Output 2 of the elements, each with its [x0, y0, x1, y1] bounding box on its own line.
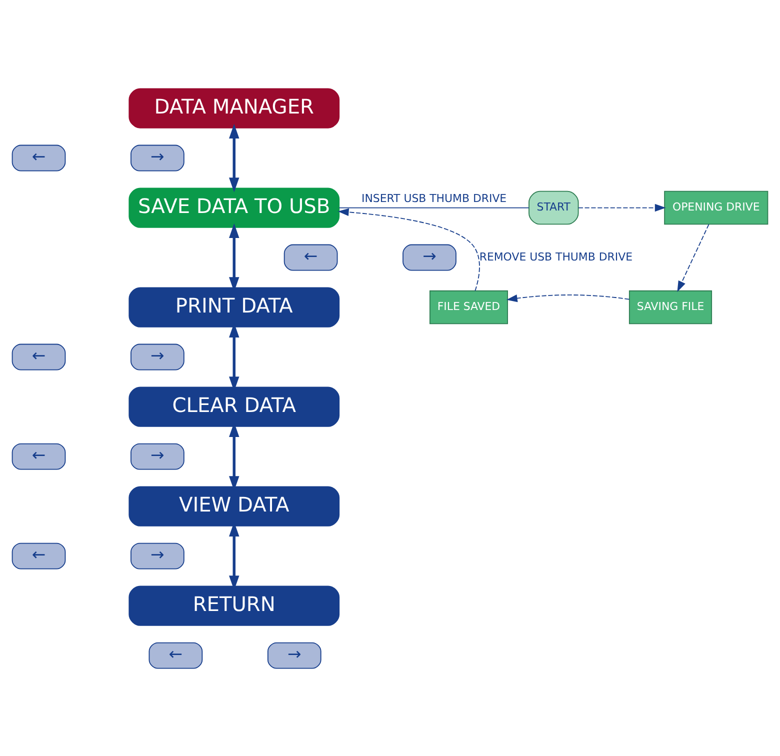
edge-label: INSERT USB THUMB DRIVE — [361, 191, 507, 204]
edge-label: REMOVE USB THUMB DRIVE — [479, 250, 632, 263]
